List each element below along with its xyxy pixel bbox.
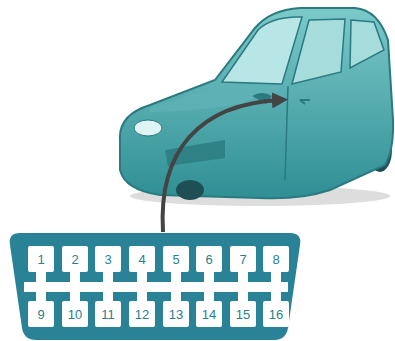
pin-tab	[204, 271, 214, 283]
pin-slot	[163, 246, 189, 283]
pin-slot	[230, 291, 256, 327]
pin-tab	[36, 271, 46, 283]
pin-tab	[238, 291, 248, 302]
pin-number: 5	[172, 253, 179, 266]
rear-window	[350, 20, 384, 68]
pin-box	[163, 246, 189, 272]
pin-slot	[196, 291, 222, 327]
pin-slot	[62, 246, 88, 283]
pin-slots	[28, 246, 289, 327]
windshield	[222, 17, 302, 84]
pin-box	[129, 246, 155, 272]
pin-box	[263, 246, 289, 272]
pin-tab	[238, 271, 248, 283]
pin-number: 11	[101, 308, 115, 321]
pin-tab	[171, 271, 181, 283]
pin-tab	[271, 291, 281, 302]
pin-number: 8	[272, 253, 279, 266]
side-window	[292, 19, 345, 84]
pin-number: 14	[202, 308, 216, 321]
pin-slot	[196, 246, 222, 283]
pin-number: 9	[37, 308, 44, 321]
pin-box	[95, 246, 121, 272]
pin-box	[196, 301, 222, 327]
pin-tab	[137, 291, 147, 302]
pin-number: 13	[169, 308, 183, 321]
pin-box	[230, 246, 256, 272]
pin-box	[196, 246, 222, 272]
pin-box	[95, 301, 121, 327]
pin-tab	[271, 271, 281, 283]
pin-tab	[70, 271, 80, 283]
pin-number: 4	[138, 253, 145, 266]
door-line	[285, 86, 288, 180]
pin-number: 1	[37, 253, 44, 266]
pin-slot	[129, 291, 155, 327]
pin-slot	[129, 246, 155, 283]
pin-box	[28, 246, 54, 272]
hood	[150, 84, 282, 112]
pin-box	[62, 246, 88, 272]
pin-box	[163, 301, 189, 327]
pin-tab	[36, 291, 46, 302]
pin-number: 6	[205, 253, 212, 266]
pin-slot	[263, 246, 289, 283]
headlight	[134, 120, 162, 136]
pin-number: 3	[104, 253, 111, 266]
obd-connector	[10, 233, 301, 340]
pin-tab	[103, 291, 113, 302]
pin-number: 2	[71, 253, 78, 266]
pin-tab	[70, 291, 80, 302]
pin-tab	[103, 271, 113, 283]
pin-box	[263, 301, 289, 327]
pin-slot	[163, 291, 189, 327]
pin-tab	[137, 271, 147, 283]
pin-slot	[28, 291, 54, 327]
pin-slot	[263, 291, 289, 327]
pin-box	[62, 301, 88, 327]
front-wheel	[176, 180, 204, 200]
pin-tab	[204, 291, 214, 302]
pin-slot	[95, 246, 121, 283]
pin-box	[129, 301, 155, 327]
pin-slot	[62, 291, 88, 327]
pointer-arrow	[163, 100, 280, 232]
pin-box	[28, 301, 54, 327]
pin-tab	[171, 291, 181, 302]
pin-number: 12	[135, 308, 149, 321]
pin-slot	[230, 246, 256, 283]
door-handle	[300, 100, 310, 104]
pin-number: 15	[236, 308, 250, 321]
car-illustration	[120, 8, 393, 206]
pin-slot	[28, 246, 54, 283]
pin-box	[230, 301, 256, 327]
connector-band	[24, 282, 288, 292]
connector-housing	[10, 233, 301, 340]
pin-number: 16	[269, 308, 283, 321]
pin-slot	[95, 291, 121, 327]
pin-number: 7	[239, 253, 246, 266]
pin-number: 10	[68, 308, 82, 321]
